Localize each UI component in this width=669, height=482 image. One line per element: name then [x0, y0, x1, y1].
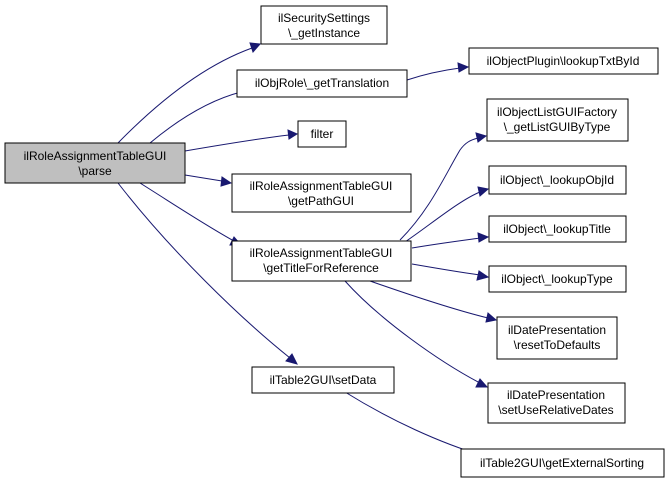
node-filter[interactable]: filter: [297, 120, 347, 148]
node-lookup-obj-id[interactable]: ilObject\_lookupObjId: [488, 165, 627, 195]
node-object-plugin-lookup-txt-label: ilObjectPlugin\lookupTxtById: [487, 54, 640, 68]
edge-title-ref-to-lookup-type: [411, 263, 481, 276]
node-object-plugin-lookup-txt[interactable]: ilObjectPlugin\lookupTxtById: [468, 47, 659, 75]
edge-root-to-obj-role-get-translation: [149, 91, 242, 144]
node-lookup-title[interactable]: ilObject\_lookupTitle: [488, 215, 627, 243]
node-table2-get-external-sorting[interactable]: ilTable2GUI\getExternalSorting: [460, 448, 665, 478]
edge-title-ref-to-list-gui-factory: [399, 137, 479, 241]
node-list-gui-factory-label-1: ilObjectListGUIFactory: [497, 105, 617, 119]
node-get-path-gui-label-1: ilRoleAssignmentTableGUI: [250, 179, 393, 193]
node-root-label-1: ilRoleAssignmentTableGUI: [24, 149, 167, 163]
node-get-path-gui-label-2: \getPathGUI: [288, 194, 354, 208]
edge-title-ref-to-date-set-relative: [344, 280, 481, 384]
node-lookup-obj-id-label: ilObject\_lookupObjId: [500, 173, 614, 187]
node-date-reset-defaults[interactable]: ilDatePresentation \resetToDefaults: [496, 316, 618, 360]
node-security-get-instance[interactable]: ilSecuritySettings \_getInstance: [260, 5, 388, 45]
node-date-reset-defaults-label-1: ilDatePresentation: [508, 323, 606, 337]
node-lookup-type[interactable]: ilObject\_lookupType: [488, 265, 627, 293]
node-obj-role-get-translation[interactable]: ilObjRole\_getTranslation: [236, 69, 408, 98]
node-table2-get-external-sorting-label: ilTable2GUI\getExternalSorting: [480, 456, 644, 470]
node-root[interactable]: ilRoleAssignmentTableGUI \parse: [4, 142, 186, 184]
node-obj-role-get-translation-label: ilObjRole\_getTranslation: [255, 76, 389, 90]
arrow-lookup-title: [477, 232, 490, 243]
node-date-reset-defaults-label-2: \resetToDefaults: [514, 338, 601, 352]
edge-root-to-get-path-gui: [184, 174, 223, 182]
edge-set-data-to-external-sorting: [344, 391, 485, 457]
node-get-title-for-reference-label-1: ilRoleAssignmentTableGUI: [250, 246, 393, 260]
arrow-filter: [287, 129, 299, 140]
arrow-security-get-instance: [249, 42, 262, 53]
node-lookup-type-label: ilObject\_lookupType: [501, 272, 613, 286]
arrow-table2-set-data: [285, 353, 298, 365]
node-root-label-2: \parse: [78, 164, 112, 178]
node-get-title-for-reference[interactable]: ilRoleAssignmentTableGUI \getTitleForRef…: [231, 240, 412, 282]
edge-title-ref-to-lookup-obj-id: [404, 191, 481, 243]
node-date-set-use-relative-label-2: \setUseRelativeDates: [498, 403, 613, 417]
node-security-get-instance-label-2: \_getInstance: [288, 26, 360, 40]
edge-root-to-filter: [184, 134, 290, 152]
arrow-date-set-relative: [475, 378, 489, 388]
arrow-list-gui-factory: [475, 132, 488, 143]
node-filter-label: filter: [311, 127, 334, 141]
arrow-lookup-type: [476, 270, 490, 281]
node-security-get-instance-label-1: ilSecuritySettings: [278, 11, 370, 25]
node-list-gui-factory-label-2: \_getListGUIByType: [504, 120, 611, 134]
node-list-gui-factory[interactable]: ilObjectListGUIFactory \_getListGUIByTyp…: [486, 98, 629, 142]
node-get-path-gui[interactable]: ilRoleAssignmentTableGUI \getPathGUI: [231, 173, 412, 213]
node-date-set-use-relative-label-1: ilDatePresentation: [507, 388, 605, 402]
arrow-get-path-gui: [220, 176, 233, 187]
arrow-lookup-obj-id: [477, 186, 490, 197]
arrow-date-reset: [485, 312, 498, 323]
node-get-title-for-reference-label-2: \getTitleForReference: [263, 261, 379, 275]
edge-title-ref-to-date-reset: [369, 280, 489, 319]
edge-root-to-table2-set-data: [117, 182, 291, 359]
node-lookup-title-label: ilObject\_lookupTitle: [503, 222, 611, 236]
node-table2-set-data[interactable]: ilTable2GUI\setData: [251, 366, 395, 394]
node-date-set-use-relative[interactable]: ilDatePresentation \setUseRelativeDates: [487, 382, 626, 424]
edge-obj-role-to-plugin-lookup: [406, 67, 461, 81]
node-table2-set-data-label: ilTable2GUI\setData: [270, 373, 377, 387]
edge-root-to-get-title-for-reference: [139, 182, 235, 242]
arrow-plugin-lookup: [457, 62, 470, 73]
edge-root-to-security-get-instance: [117, 47, 253, 144]
edge-title-ref-to-lookup-title: [411, 237, 481, 249]
